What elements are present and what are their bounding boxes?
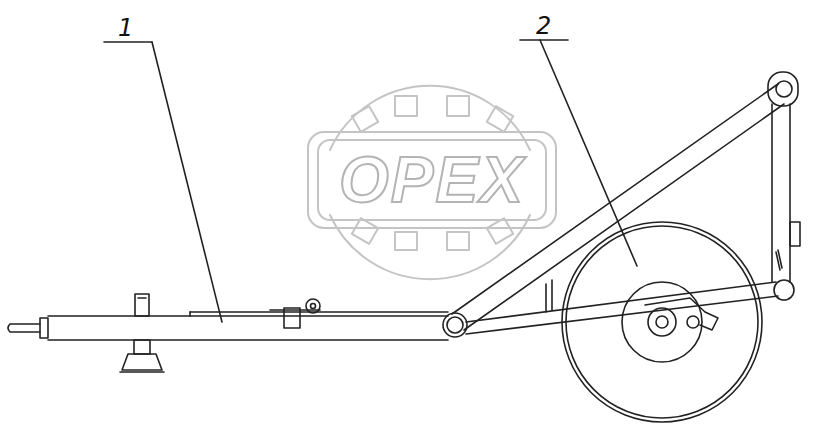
leader-line: [104, 40, 637, 322]
wheel: [562, 222, 762, 422]
drawbar-tube: [8, 312, 448, 340]
callout-number: 2: [536, 14, 551, 38]
watermark: OPEX: [339, 148, 525, 212]
bracket: [270, 299, 320, 328]
callout-number: 1: [118, 16, 133, 40]
support-jack: [120, 294, 164, 372]
watermark-gear: [308, 86, 556, 279]
vertical-post: [768, 72, 800, 300]
